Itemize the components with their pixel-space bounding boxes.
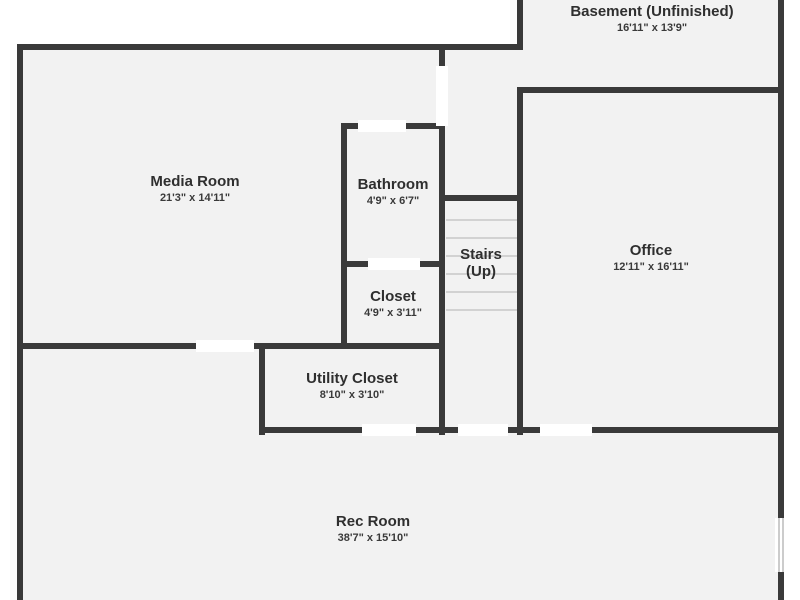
- office-label: Office 12'11" x 16'11": [613, 242, 689, 274]
- openings: [196, 66, 787, 572]
- basement-floor: [520, 0, 780, 88]
- closet-dimensions: 4'9" x 3'11": [364, 307, 422, 320]
- rec-room-dimensions: 38'7" x 15'10": [337, 532, 409, 545]
- basement-dimensions: 16'11" x 13'9": [616, 22, 688, 35]
- media-room-name: Media Room: [150, 173, 240, 191]
- stairs-label: Stairs (Up): [460, 246, 502, 281]
- rec-room-name: Rec Room: [335, 513, 411, 531]
- closet-floor: [344, 263, 440, 346]
- doorway: [458, 424, 508, 436]
- basement-name: Basement (Unfinished): [570, 3, 734, 21]
- stairs-name: Stairs: [460, 245, 502, 263]
- doorway: [196, 340, 254, 352]
- media-room-dimensions: 21'3" x 14'11": [159, 192, 231, 205]
- utility-closet-name: Utility Closet: [306, 370, 398, 388]
- office-name: Office: [629, 242, 673, 260]
- bathroom-name: Bathroom: [357, 176, 429, 194]
- closet-name: Closet: [370, 288, 416, 306]
- bathroom-floor: [344, 126, 440, 263]
- bathroom-dimensions: 4'9" x 6'7": [366, 195, 420, 208]
- closet-label: Closet 4'9" x 3'11": [364, 288, 422, 320]
- doorway: [368, 258, 420, 270]
- stairs-direction: (Up): [465, 263, 496, 280]
- utility-closet-label: Utility Closet 8'10" x 3'10": [306, 370, 398, 402]
- doorway: [358, 120, 406, 132]
- basement-label: Basement (Unfinished) 16'11" x 13'9": [570, 3, 733, 35]
- office-dimensions: 12'11" x 16'11": [613, 261, 689, 274]
- stair-treads: [446, 219, 517, 311]
- window: [775, 518, 787, 572]
- doorway: [436, 66, 448, 126]
- doorway: [540, 424, 592, 436]
- rec-room-floor: [20, 346, 782, 600]
- utility-closet-dimensions: 8'10" x 3'10": [319, 389, 385, 402]
- bathroom-label: Bathroom 4'9" x 6'7": [358, 176, 429, 208]
- rec-room-label: Rec Room 38'7" x 15'10": [336, 513, 410, 545]
- doorway: [362, 424, 416, 436]
- media-room-label: Media Room 21'3" x 14'11": [150, 173, 239, 205]
- window-lines: [778, 518, 784, 572]
